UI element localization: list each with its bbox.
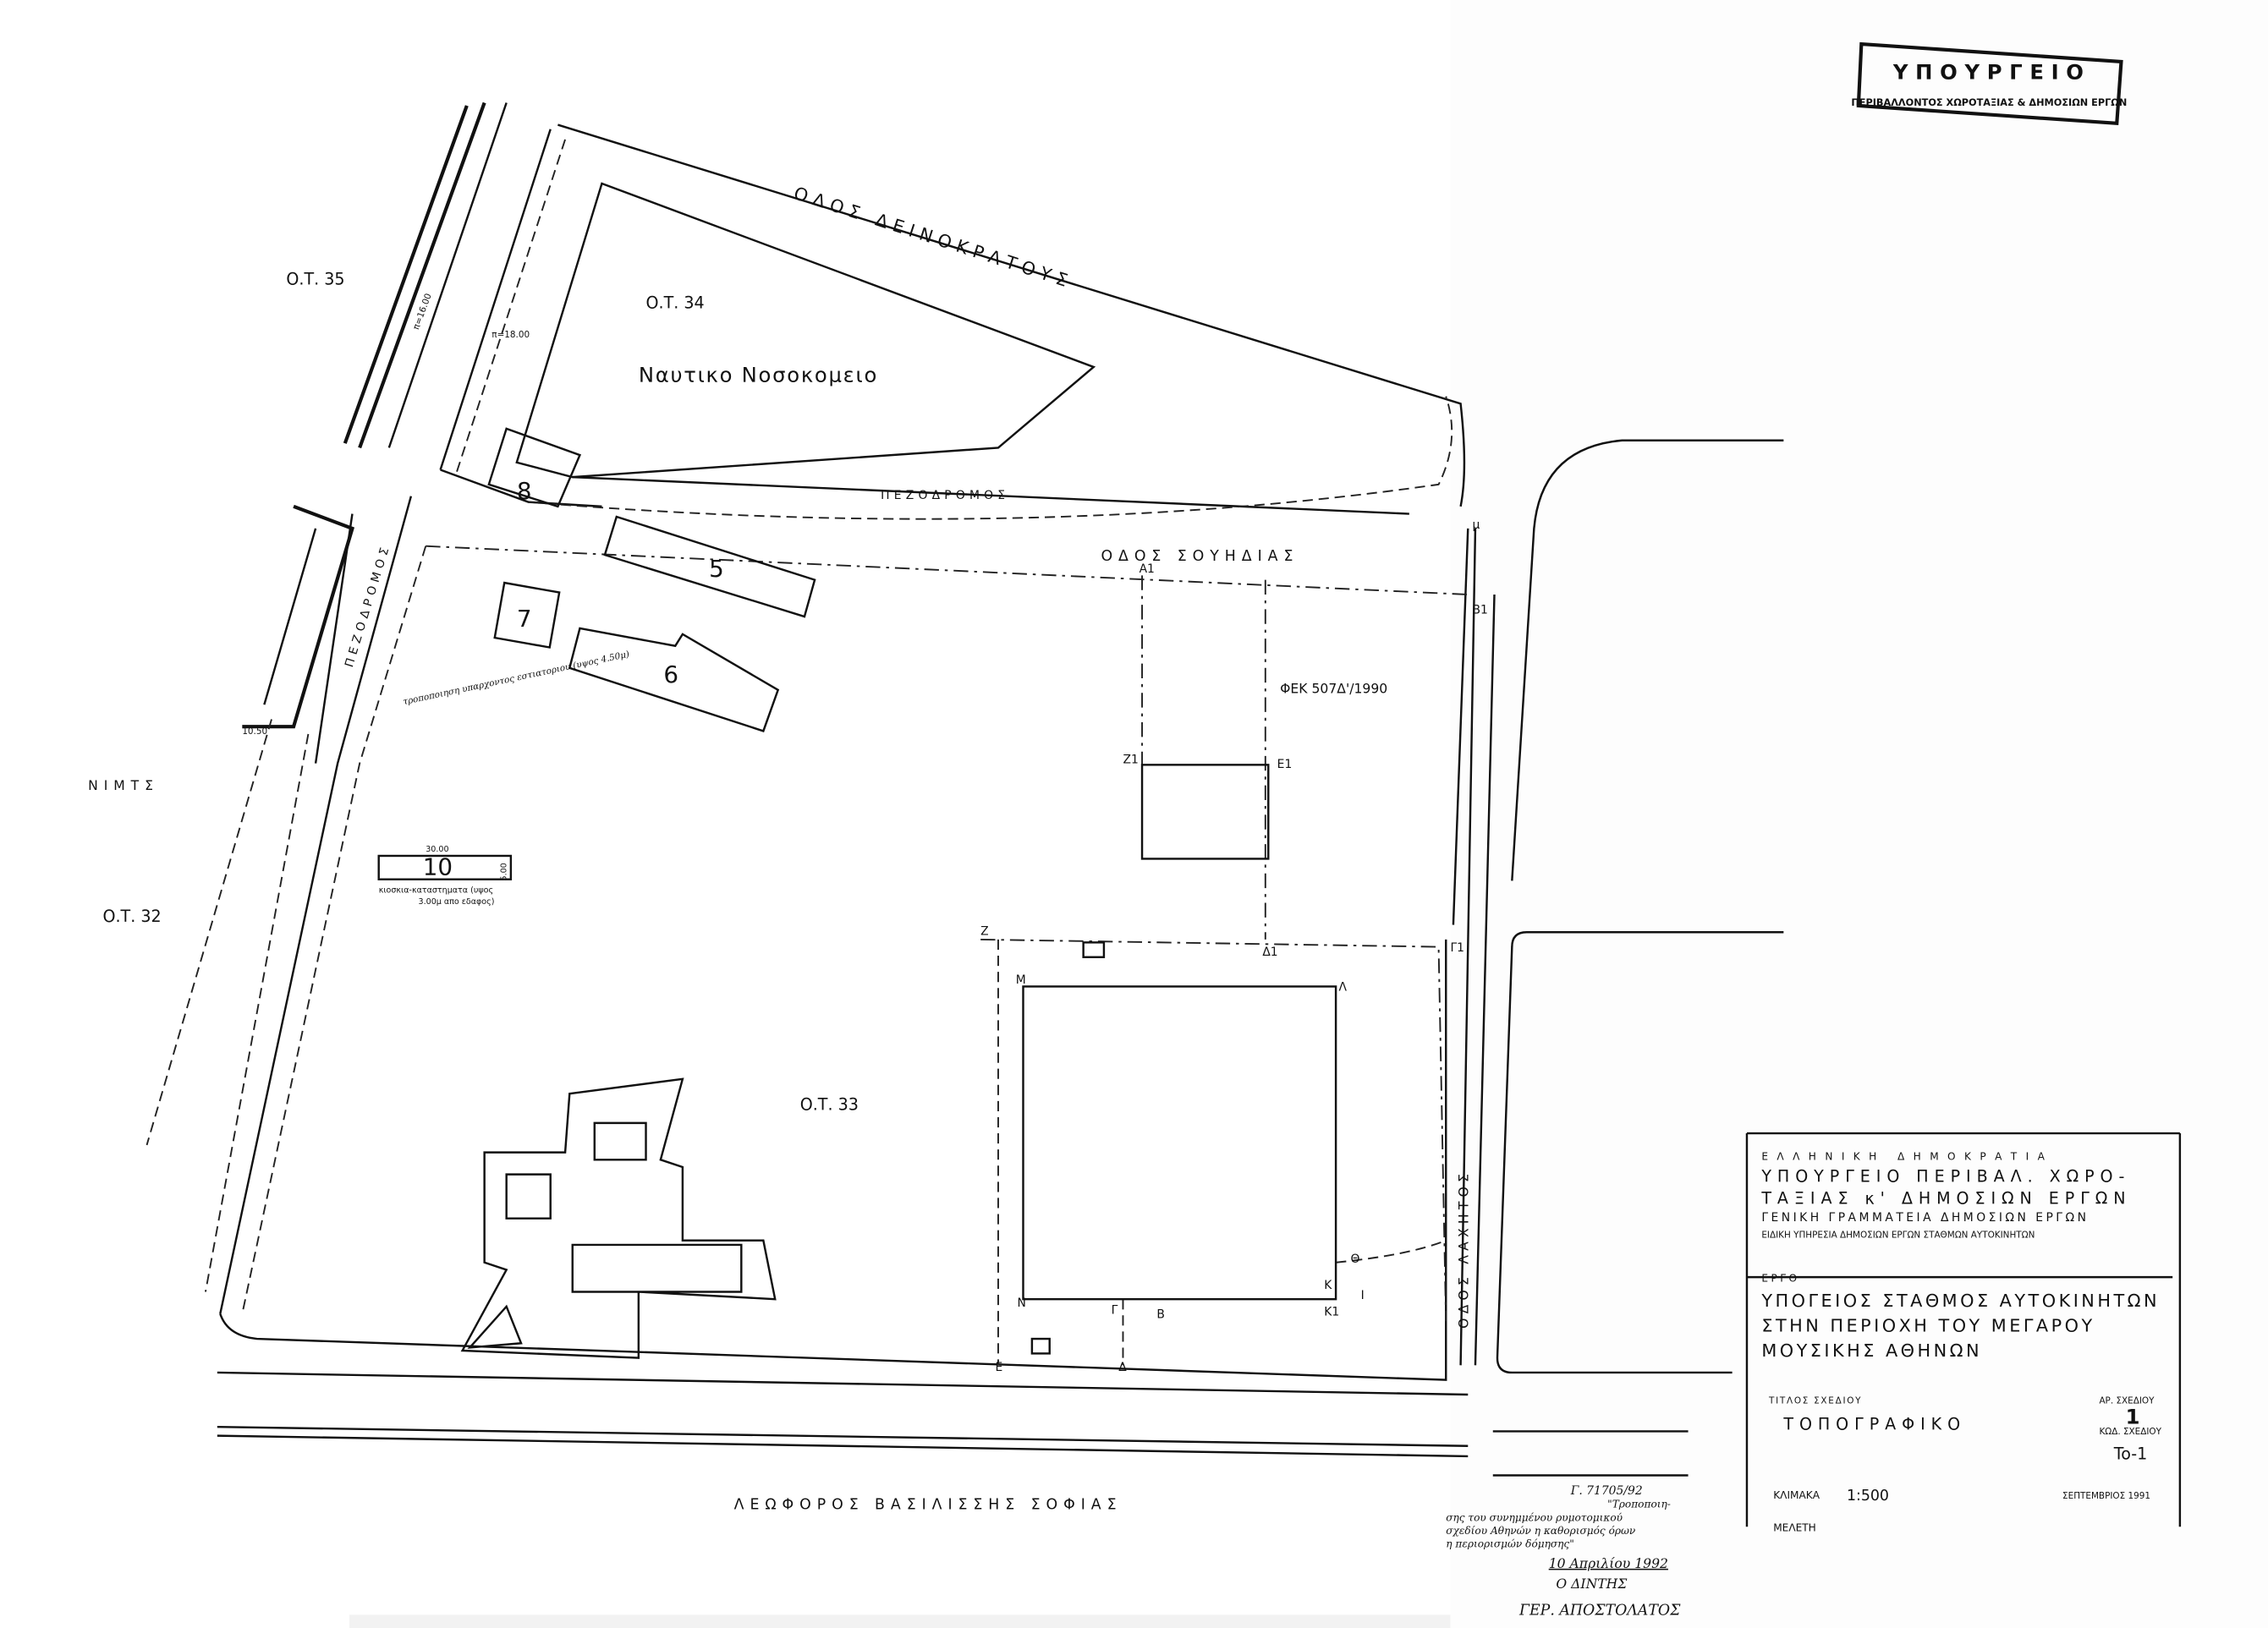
point-e: Ε xyxy=(996,1361,1003,1374)
tb-drawing-no-label: ΑΡ. ΣΧΕΔΙΟΥ xyxy=(2099,1395,2155,1406)
scan-edge xyxy=(349,1614,1451,1628)
buildings xyxy=(377,427,1337,1359)
point-z: Ζ xyxy=(980,925,989,939)
point-n: Ν xyxy=(1018,1296,1026,1310)
point-d: Δ xyxy=(1118,1361,1127,1374)
tb-line5: ΕΙΔΙΚΗ ΥΠΗΡΕΣΙΑ ΔΗΜΟΣΙΩΝ ΕΡΓΩΝ ΣΤΑΘΜΩΝ Α… xyxy=(1761,1230,2035,1240)
note-line-2: σης του συνημμένου ρυμοτομικού xyxy=(1446,1511,1623,1523)
point-l: Λ xyxy=(1339,981,1348,995)
tb-drawing-code-label: ΚΩΔ. ΣΧΕΔΙΟΥ xyxy=(2099,1427,2161,1437)
tb-line1: ΕΛΛΗΝΙΚΗ ΔΗΜΟΚΡΑΤΙΑ xyxy=(1761,1150,2053,1162)
small-structure xyxy=(1082,941,1106,958)
tb-project-1: ΥΠΟΓΕΙΟΣ ΣΤΑΘΜΟΣ ΑΥΤΟΚΙΝΗΤΩΝ xyxy=(1760,1291,2160,1311)
label-dim-5: 5.00 xyxy=(500,863,509,880)
label-street-lachitos: ΟΔΟΣ ΛΑΧΗΤΟΣ xyxy=(1456,1170,1471,1329)
label-dim-30: 30.00 xyxy=(426,845,448,854)
small-structure xyxy=(1030,1337,1051,1355)
tb-drawing-title-label: ΤΙΤΛΟΣ ΣΧΕΔΙΟΥ xyxy=(1768,1395,1862,1406)
point-g: Γ xyxy=(1112,1304,1118,1318)
tb-scale-label: ΚΛΙΜΑΚΑ xyxy=(1773,1489,1820,1501)
building-10-kiosks xyxy=(377,854,513,880)
street-lines xyxy=(146,101,1784,1458)
building-7 xyxy=(493,581,561,649)
tb-project-label: ΕΡΓΟ xyxy=(1761,1272,1799,1284)
label-nimts: ΝΙΜΤΣ xyxy=(88,778,159,793)
note-kiosks-2: 3.00μ απο εδαφος) xyxy=(419,897,495,907)
stamp-subtitle: ΠΕΡΙΒΑΛΛΟΝΤΟΣ ΧΩΡΟΤΑΞΙΑΣ & ΔΗΜΟΣΙΩΝ ΕΡΓΩ… xyxy=(1851,97,2127,108)
point-a1: Α1 xyxy=(1139,562,1155,576)
label-avenue: ΛΕΩΦΟΡΟΣ ΒΑΣΙΛΙΣΣΗΣ ΣΟΦΙΑΣ xyxy=(734,1496,1123,1513)
point-k1: Κ1 xyxy=(1324,1305,1339,1318)
building-number-7: 7 xyxy=(517,605,532,633)
point-b1: Β1 xyxy=(1472,604,1487,617)
tb-project-3: ΜΟΥΣΙΚΗΣ ΑΘΗΝΩΝ xyxy=(1761,1340,1982,1361)
label-ot34: Ο.Τ. 34 xyxy=(646,293,705,313)
ministry-stamp: ΥΠΟΥΡΓΕΙΟ ΠΕΡΙΒΑΛΛΟΝΤΟΣ ΧΩΡΟΤΑΞΙΑΣ & ΔΗΜ… xyxy=(1851,41,2127,126)
tb-study-label: ΜΕΛΕΤΗ xyxy=(1773,1521,1816,1533)
note-kiosks: κιοσκια-καταστηματα (υψος xyxy=(379,885,493,895)
label-ot32: Ο.Τ. 32 xyxy=(102,907,161,926)
label-width-1050: 10.50 xyxy=(242,726,267,737)
point-g1: Γ1 xyxy=(1450,941,1464,955)
point-th: Θ xyxy=(1350,1253,1359,1266)
note-restaurant: τροποποιηση υπαρχοντος εστιατοριου (υψος… xyxy=(402,650,630,708)
point-i: Ι xyxy=(1361,1289,1365,1302)
title-block: ΕΛΛΗΝΙΚΗ ΔΗΜΟΚΡΑΤΙΑ ΥΠΟΥΡΓΕΙΟ ΠΕΡΙΒΑΛ. Χ… xyxy=(1745,1132,2182,1533)
label-hospital: Ναυτικο Νοσοκομειο xyxy=(639,362,878,386)
note-line-3: σχεδίου Αθηνών η καθορισμός όρων xyxy=(1446,1525,1636,1537)
tb-project-2: ΣΤΗΝ ΠΕΡΙΟΧΗ ΤΟΥ ΜΕΓΑΡΟΥ xyxy=(1761,1315,2095,1335)
concert-hall-building xyxy=(460,1077,777,1359)
note-role: Ο ΔΙΝΤΗΣ xyxy=(1556,1576,1628,1592)
note-signatory: ΓΕΡ. ΑΠΟΣΤΟΛΑΤΟΣ xyxy=(1518,1602,1681,1619)
point-e1: Ε1 xyxy=(1277,758,1293,771)
label-ot35: Ο.Τ. 35 xyxy=(286,270,344,289)
note-date: 10 Απριλίου 1992 xyxy=(1549,1556,1668,1571)
right-paper-area xyxy=(1450,0,2268,1628)
site-rect-e1 xyxy=(1140,764,1270,860)
point-k: Κ xyxy=(1324,1279,1332,1292)
building-number-10: 10 xyxy=(423,853,453,881)
label-ot33: Ο.Τ. 33 xyxy=(800,1094,859,1114)
label-street-deinokratous: ΟΔΟΣ ΔΕΙΝΟΚΡΑΤΟΥΣ xyxy=(792,183,1076,293)
point-d1: Δ1 xyxy=(1262,946,1277,959)
building-number-6: 6 xyxy=(663,661,678,688)
note-line-1: "Τροποποιη- xyxy=(1607,1499,1671,1510)
tb-line2: ΥΠΟΥΡΓΕΙΟ ΠΕΡΙΒΑΛ. ΧΩΡΟ- xyxy=(1760,1166,2130,1186)
block-ot34 xyxy=(515,182,1096,479)
point-z1: Ζ1 xyxy=(1123,754,1138,767)
building-number-8: 8 xyxy=(517,477,532,505)
label-width-18: π=18.00 xyxy=(491,330,530,340)
tb-line4: ΓΕΝΙΚΗ ΓΡΑΜΜΑΤΕΙΑ ΔΗΜΟΣΙΩΝ ΕΡΓΩΝ xyxy=(1761,1211,2089,1225)
tb-scale: 1:500 xyxy=(1847,1488,1889,1505)
tb-drawing-no: 1 xyxy=(2126,1405,2140,1429)
label-fek: ΦΕΚ 507Δ'/1990 xyxy=(1280,681,1387,696)
building-6 xyxy=(568,627,780,732)
building-8 xyxy=(487,427,582,508)
point-b: Β xyxy=(1156,1308,1165,1322)
tb-drawing-title: ΤΟΠΟΓΡΑΦΙΚΟ xyxy=(1782,1415,1966,1434)
point-mu: μ xyxy=(1472,518,1480,532)
note-line-4: η περιορισμών δόμησης" xyxy=(1446,1538,1574,1550)
label-pedestrian-top: ΠΕΖΟΔΡΟΜΟΣ xyxy=(881,489,1009,502)
approval-note: Γ. 71705/92 "Τροποποιη- σης του συνημμέν… xyxy=(1446,1430,1689,1619)
stamp-title: ΥΠΟΥΡΓΕΙΟ xyxy=(1892,60,2091,85)
building-5 xyxy=(603,515,816,618)
note-ref: Γ. 71705/92 xyxy=(1570,1484,1643,1498)
label-street-souidias: ΟΔΟΣ ΣΟΥΗΔΙΑΣ xyxy=(1101,548,1299,565)
tb-line3: ΤΑΞΙΑΣ κ' ΔΗΜΟΣΙΩΝ ΕΡΓΩΝ xyxy=(1760,1188,2131,1208)
tb-date: ΣΕΠΤΕΜΒΡΙΟΣ 1991 xyxy=(2062,1491,2150,1501)
tb-drawing-code: To-1 xyxy=(2113,1444,2147,1463)
building-number-5: 5 xyxy=(709,555,724,583)
point-m: Μ xyxy=(1016,973,1026,987)
parking-site-square xyxy=(1022,985,1337,1301)
